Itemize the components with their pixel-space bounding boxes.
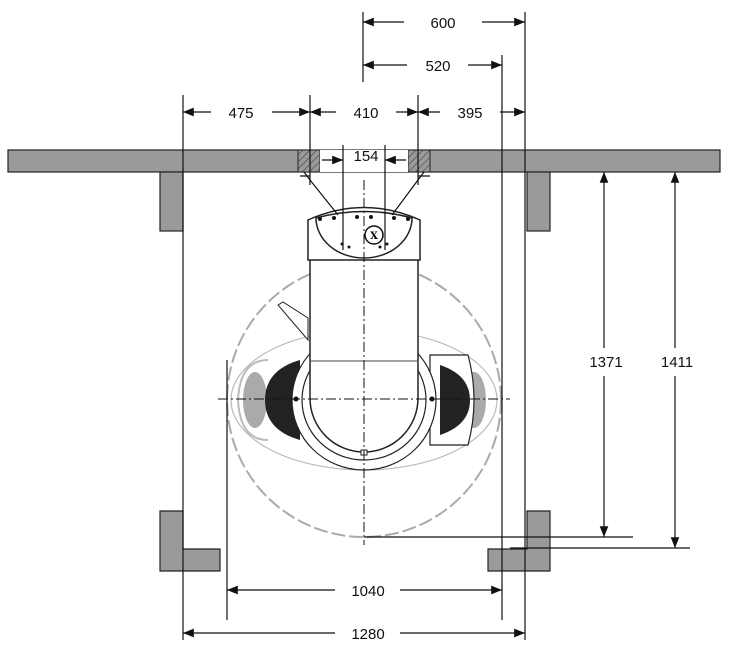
left-bottom-post xyxy=(159,510,221,572)
extension-lines xyxy=(182,12,690,640)
dim-395: 395 xyxy=(457,105,482,122)
dim-600: 600 xyxy=(430,15,455,32)
right-bottom-post xyxy=(487,510,551,572)
logo-badge xyxy=(364,225,384,245)
dim-520: 520 xyxy=(425,58,450,75)
dim-1040: 1040 xyxy=(351,583,384,600)
dim-410: 410 xyxy=(353,105,378,122)
flush-lever xyxy=(277,301,309,342)
left-bracket-block xyxy=(297,149,321,173)
side-grips xyxy=(236,354,486,446)
right-bracket-block xyxy=(407,149,431,173)
dim-154: 154 xyxy=(353,148,378,165)
dim-1371: 1371 xyxy=(589,354,622,371)
clearance-circle xyxy=(226,262,502,538)
dim-1411: 1411 xyxy=(661,354,693,371)
left-top-post xyxy=(159,171,184,232)
wall-beam xyxy=(7,149,721,572)
dim-475: 475 xyxy=(228,105,253,122)
dimension-arrows xyxy=(183,17,680,638)
right-top-post xyxy=(526,171,551,232)
tank-dots xyxy=(318,215,410,249)
dim-1280: 1280 xyxy=(351,626,384,643)
svg-text:X: X xyxy=(370,231,378,242)
